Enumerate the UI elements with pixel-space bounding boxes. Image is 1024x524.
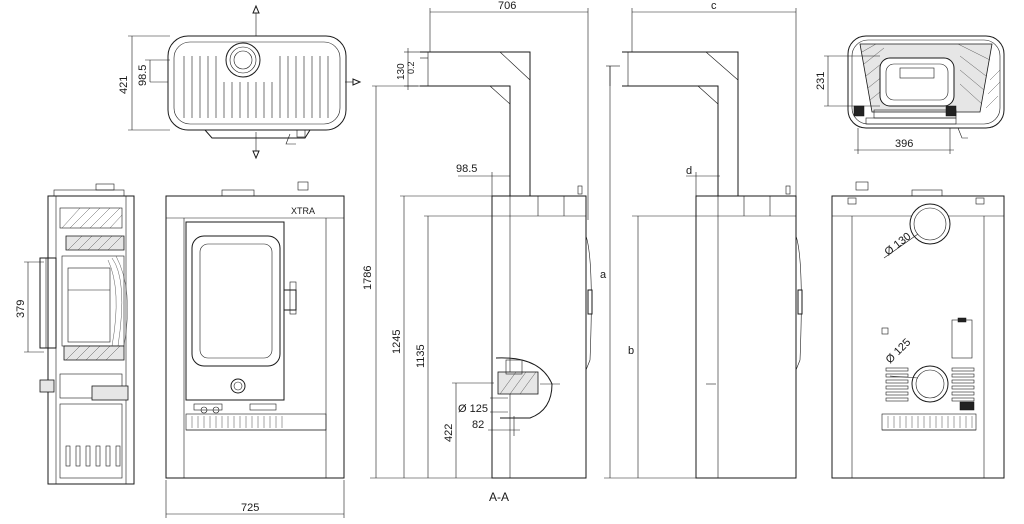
top-view-front: 421 98.5: [118, 4, 362, 160]
rear-view: Ø 130 Ø 125: [831, 181, 1005, 479]
dim-1245: 1245: [391, 330, 403, 354]
dim-dia-130-rear: Ø 130: [882, 230, 913, 258]
dim-dia-125-side: Ø 125: [458, 403, 488, 415]
dim-706: 706: [498, 0, 516, 12]
dim-379: 379: [15, 300, 27, 318]
side-view-variables: c d a b: [600, 0, 803, 479]
dim-1135: 1135: [415, 344, 427, 368]
dim-82: 82: [472, 419, 484, 431]
top-view-section: 231 396: [815, 35, 1005, 154]
dim-130-top: 130: [396, 63, 407, 80]
dim-422: 422: [443, 424, 455, 442]
dim-98-5-top: 98.5: [137, 65, 149, 86]
front-view: XTRA 725: [165, 181, 345, 518]
dim-d: d: [686, 165, 692, 177]
dim-98-5-side: 98.5: [456, 163, 477, 175]
section-left: 379: [15, 183, 135, 485]
section-label: A-A: [489, 490, 509, 504]
dim-offset-note: 0.2: [406, 61, 416, 74]
dim-b: b: [628, 345, 634, 357]
dim-396: 396: [895, 138, 913, 150]
dim-a: a: [600, 269, 607, 281]
dim-725: 725: [241, 502, 259, 514]
dim-dia-125-rear: Ø 125: [884, 336, 914, 366]
dim-231: 231: [815, 72, 827, 90]
dim-c: c: [711, 0, 717, 12]
side-view-section: 706 130 0.2 98.5 1786 1245 1135: [362, 0, 593, 504]
dim-421: 421: [118, 76, 130, 94]
dim-1786: 1786: [362, 266, 374, 290]
brand-logo: XTRA: [291, 206, 315, 216]
